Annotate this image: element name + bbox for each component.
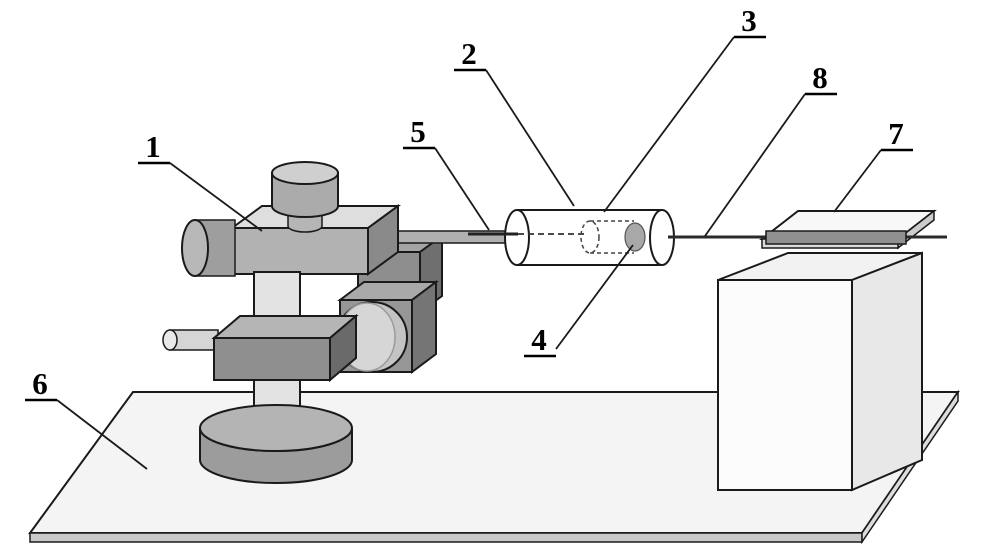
mid-left-rod [162,329,219,351]
base-plate-front-edge [29,532,863,543]
stage-base-disk-top [199,404,353,452]
callout-7: 7 [833,116,913,213]
right-box-side [851,251,923,492]
glass-tube-left-end [504,209,530,266]
connecting-rod [668,230,947,245]
label-1: 1 [145,129,161,164]
label-3-leader [603,36,735,213]
label-6-leader [56,399,148,470]
label-8: 8 [812,60,828,95]
label-4-leader [555,244,634,350]
left-knob-face [181,219,209,277]
label-4: 4 [531,322,547,357]
left-knob [181,219,236,277]
mid-block-front [213,337,331,381]
right-box-front [717,279,853,491]
rod-clamp-bar [765,230,907,245]
stage-base-disk [199,404,353,484]
mid-block [211,313,359,383]
label-7: 7 [888,116,904,151]
label-8-leader [704,93,806,237]
label-2: 2 [461,36,477,71]
base-plate-right-edge [861,389,959,545]
callout-2: 2 [454,36,575,207]
inner-capsule [580,220,646,254]
label-5-leader [434,147,490,231]
callout-1: 1 [138,129,263,232]
label-2-leader [485,69,575,207]
callout-6: 6 [25,366,148,470]
top-knob-cap [271,161,339,185]
sample-plug [624,222,646,252]
top-block-front [231,227,369,275]
callout-8: 8 [704,60,837,237]
callout-3: 3 [603,3,766,213]
glass-tube [504,209,675,266]
label-7-leader [833,149,882,213]
label-1-leader [169,162,263,232]
callout-5: 5 [403,114,490,231]
top-knob [271,161,339,233]
label-3: 3 [741,3,757,38]
label-6: 6 [32,366,48,401]
label-5: 5 [410,114,426,149]
mid-left-rod-end [162,329,178,351]
callout-4: 4 [524,244,634,358]
micromanipulator-stage [162,161,520,484]
right-box [717,251,923,492]
top-knob-body [271,172,339,218]
